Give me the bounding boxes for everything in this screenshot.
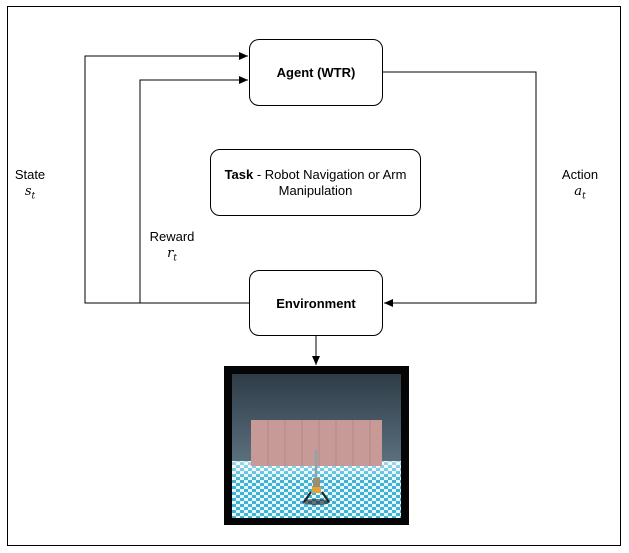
task-label-bold: Task: [224, 166, 254, 182]
diagram-frame: [7, 6, 621, 546]
action-label: Action: [561, 167, 599, 182]
agent-label: Agent (WTR): [276, 65, 356, 80]
action-arrow: [383, 71, 537, 307]
robot-arm: [302, 450, 330, 505]
environment-box: Environment: [249, 270, 383, 336]
task-label-rest: - Robot Navigation or Arm Manipulation: [253, 166, 407, 198]
reward-label-group: Reward rt: [143, 228, 201, 268]
action-symbol: at: [574, 184, 586, 202]
state-label: State: [14, 167, 46, 182]
action-label-group: Action at: [557, 166, 603, 206]
reward-symbol: rt: [167, 246, 177, 264]
agent-box: Agent (WTR): [249, 39, 383, 106]
task-label: Task - Robot Navigation or Arm Manipulat…: [219, 167, 412, 199]
reward-arrow: [139, 76, 248, 303]
task-box: Task - Robot Navigation or Arm Manipulat…: [210, 149, 421, 216]
state-symbol: st: [24, 184, 36, 202]
environment-label: Environment: [276, 295, 356, 311]
reward-label: Reward: [149, 229, 195, 244]
state-arrow: [84, 52, 249, 304]
robot-simulation-image: [224, 366, 409, 525]
state-label-group: State st: [10, 166, 50, 206]
